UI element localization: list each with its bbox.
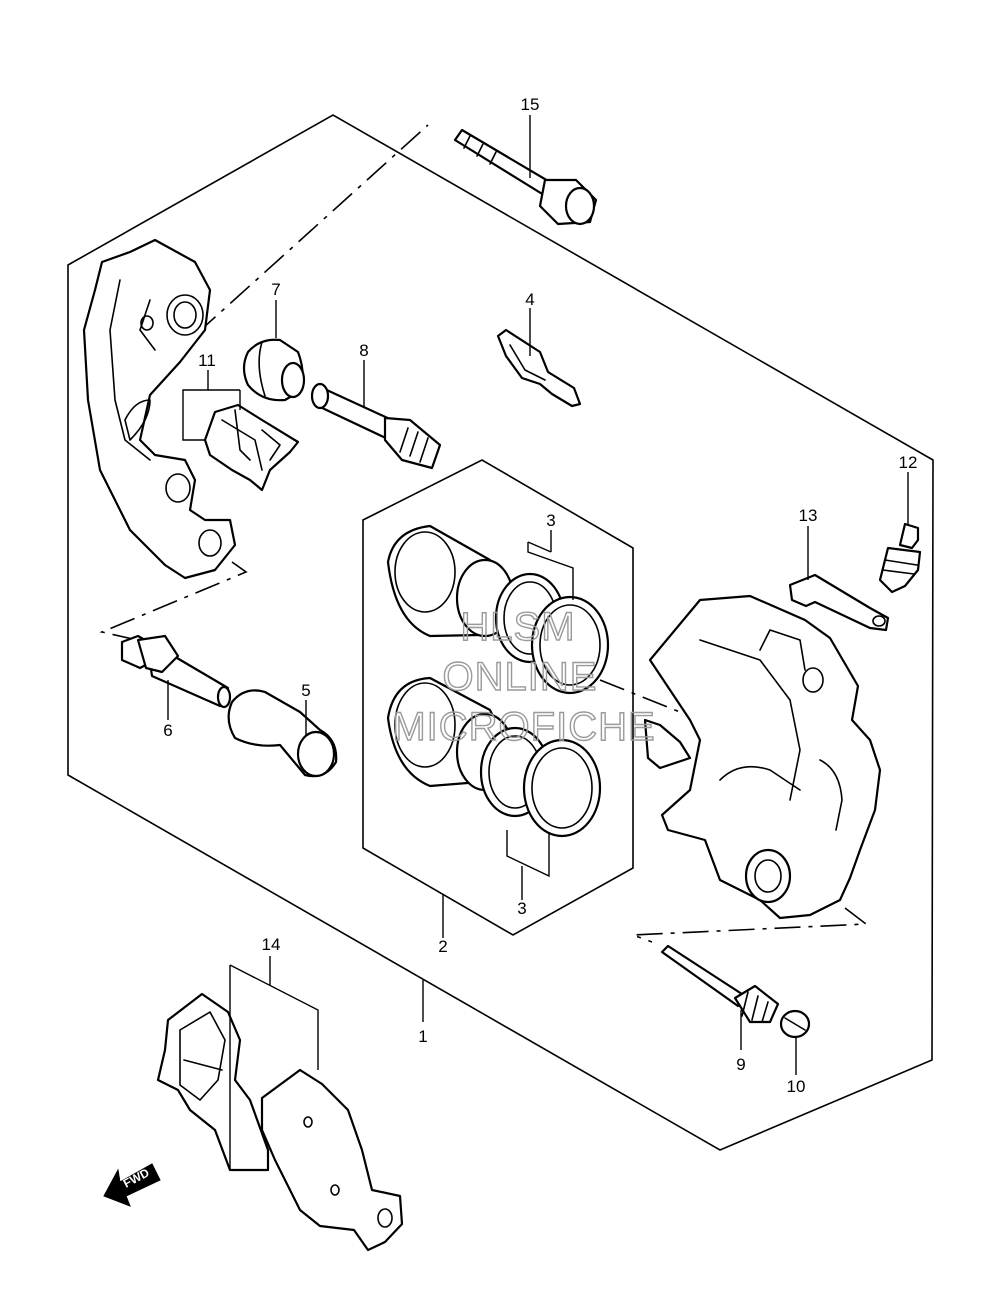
caliper-body-part: [643, 594, 882, 920]
bleeder-cap-part: [788, 573, 890, 632]
callout-4: 4: [525, 290, 534, 309]
bolt-part: [453, 128, 598, 226]
piston-kit-frame: [362, 459, 634, 936]
caliper-pin-part: [660, 944, 780, 1024]
pin-plug-part: [779, 1009, 811, 1039]
callout-3-lower: 3: [517, 899, 526, 918]
callout-2: 2: [438, 937, 447, 956]
pad-clip-part: [496, 328, 582, 408]
boot-part: [242, 338, 306, 402]
assembly-frame: [67, 114, 934, 1151]
callout-7: 7: [271, 280, 280, 299]
leader-lines: [167, 115, 909, 1170]
dust-seal-upper-part: [530, 595, 610, 695]
slide-pin-part: [310, 382, 442, 470]
callout-9: 9: [736, 1055, 745, 1074]
caliper-bracket-part: [82, 238, 237, 580]
brake-pads-part: [156, 992, 404, 1252]
callout-1: 1: [418, 1027, 427, 1046]
pin-boot-part: [227, 689, 338, 778]
callout-11: 11: [198, 351, 216, 370]
dust-seal-lower-part: [522, 738, 602, 838]
bracket-pin-part: [120, 634, 232, 709]
callout-13: 13: [799, 506, 818, 525]
watermark: HLSM ONLINE MICROFICHE: [392, 604, 656, 749]
watermark-line-1: HLSM: [460, 605, 575, 649]
forward-arrow-icon: FWD: [103, 1163, 161, 1207]
callout-3-upper: 3: [546, 511, 555, 530]
callout-5: 5: [301, 681, 310, 700]
callout-15: 15: [521, 95, 540, 114]
callout-8: 8: [359, 341, 368, 360]
callout-10: 10: [787, 1077, 806, 1096]
bleeder-valve-part: [878, 522, 922, 594]
callout-labels: 15 7 8 4 11 6 5 3 3 2 1 13 12 9 10 14: [163, 95, 917, 1096]
pad-spring-part: [203, 403, 300, 492]
callout-14: 14: [262, 935, 281, 954]
callout-6: 6: [163, 721, 172, 740]
callout-12: 12: [899, 453, 918, 472]
watermark-line-2: ONLINE: [443, 655, 598, 699]
watermark-line-3: MICROFICHE: [392, 705, 655, 749]
